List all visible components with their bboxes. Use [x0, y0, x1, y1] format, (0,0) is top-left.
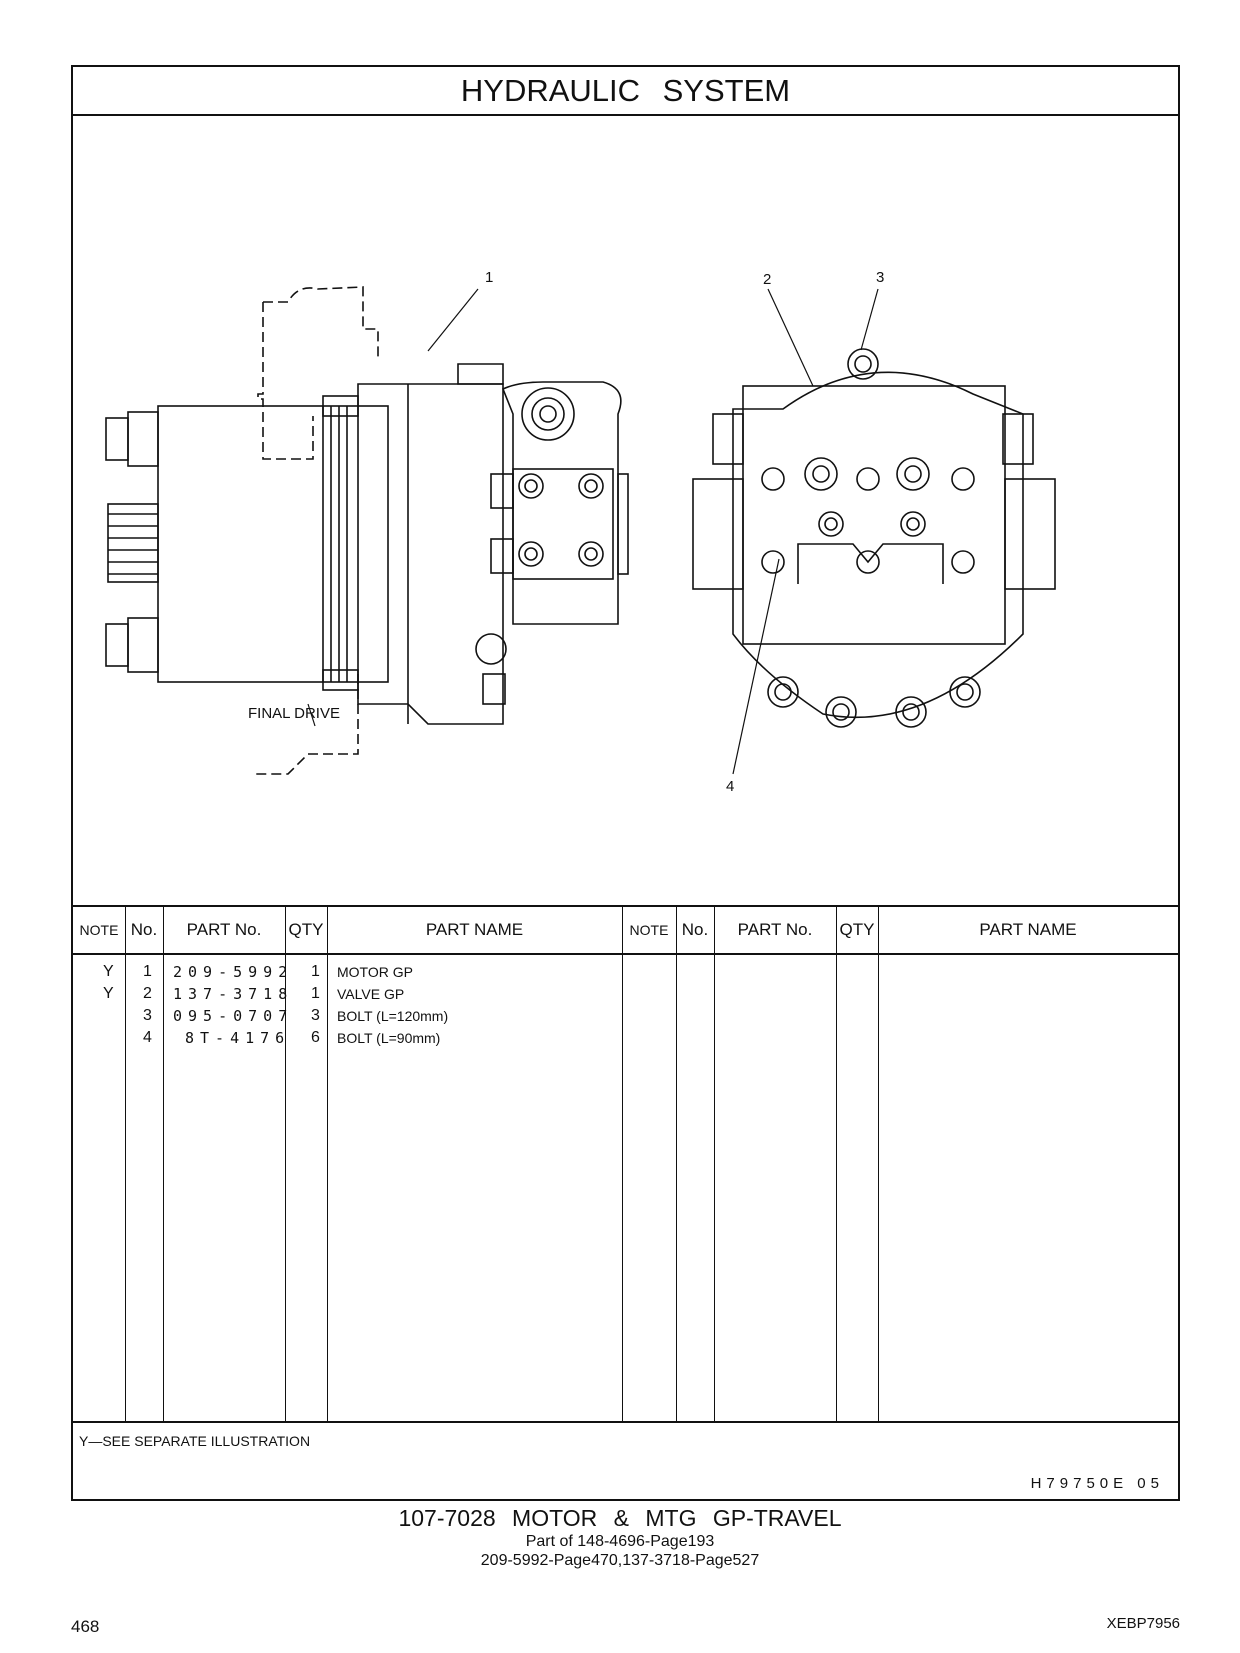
parts-illustration: 1 2 3 4 FINAL DRIVE: [73, 114, 1178, 905]
motor-side-view: [105, 286, 629, 775]
header-no: No.: [130, 920, 158, 939]
header-no-2: No.: [681, 920, 709, 939]
row-part-name: BOLT (L=90mm): [337, 1030, 441, 1046]
caption-references: 209-5992-Page470,137-3718-Page527: [480, 1552, 760, 1569]
callout-2: 2: [763, 271, 771, 288]
column-divider: [327, 907, 328, 1423]
final-drive-label: FINAL DRIVE: [248, 705, 340, 722]
illustration-code: H79750E 05: [1030, 1475, 1164, 1492]
row-qty: 3: [311, 1007, 320, 1024]
column-divider: [714, 907, 715, 1423]
row-part-no: 8T-4176: [185, 1029, 291, 1047]
section-title-bar: HYDRAULIC SYSTEM: [73, 67, 1178, 116]
row-part-no: 209-5992: [173, 963, 294, 981]
caption-part-of: Part of 148-4696-Page193: [525, 1533, 715, 1550]
column-divider: [878, 907, 879, 1423]
callout-4: 4: [726, 778, 734, 795]
parts-page-frame: HYDRAULIC SYSTEM: [71, 65, 1180, 1501]
table-row: 4 8T-4176 6 BOLT (L=90mm): [73, 1027, 1178, 1049]
header-part-no: PART No.: [186, 920, 262, 939]
row-qty: 1: [311, 985, 320, 1002]
row-no: 4: [143, 1029, 152, 1046]
row-part-name: BOLT (L=120mm): [337, 1008, 449, 1024]
parts-table-header: NOTE No. PART No. QTY PART NAME NOTE No.…: [73, 907, 1178, 955]
callout-labels: 1 2 3 4 FINAL DRIVE: [248, 269, 884, 795]
callout-3: 3: [876, 269, 884, 286]
column-divider: [836, 907, 837, 1423]
row-no: 2: [143, 985, 152, 1002]
row-note: Y: [103, 985, 114, 1002]
table-row: Y 2 137-3718 1 VALVE GP: [73, 983, 1178, 1005]
header-part-name-2: PART NAME: [979, 920, 1077, 939]
table-row: 3 095-0707 3 BOLT (L=120mm): [73, 1005, 1178, 1027]
column-divider: [163, 907, 164, 1423]
header-note-2: NOTE: [629, 922, 669, 938]
page-number: 468: [71, 1617, 100, 1636]
footnote-text: Y—SEE SEPARATE ILLUSTRATION: [79, 1433, 311, 1449]
footnote-area: Y—SEE SEPARATE ILLUSTRATION H79750E 05: [73, 1421, 1178, 1503]
header-part-no-2: PART No.: [737, 920, 813, 939]
caption-title: 107-7028 MOTOR & MTG GP-TRAVEL: [398, 1505, 842, 1531]
row-qty: 1: [311, 963, 320, 980]
callout-leaders: [307, 288, 879, 775]
row-part-no: 095-0707: [173, 1007, 294, 1025]
column-divider: [676, 907, 677, 1423]
row-part-name: MOTOR GP: [337, 964, 413, 980]
callout-1: 1: [485, 269, 493, 286]
column-divider: [622, 907, 623, 1423]
header-part-name: PART NAME: [425, 920, 524, 939]
row-no: 1: [143, 963, 152, 980]
row-note: Y: [103, 963, 114, 980]
row-part-name: VALVE GP: [337, 986, 405, 1002]
header-qty-2: QTY: [839, 920, 875, 939]
column-divider: [125, 907, 126, 1423]
header-qty: QTY: [288, 920, 324, 939]
parts-table: NOTE No. PART No. QTY PART NAME NOTE No.…: [73, 905, 1178, 1423]
column-divider: [285, 907, 286, 1423]
row-qty: 6: [311, 1029, 320, 1046]
header-note: NOTE: [79, 922, 119, 938]
valve-end-view: [692, 348, 1056, 728]
row-no: 3: [143, 1007, 152, 1024]
document-id: XEBP7956: [1106, 1615, 1180, 1632]
row-part-no: 137-3718: [173, 985, 294, 1003]
table-row: Y 1 209-5992 1 MOTOR GP: [73, 961, 1178, 983]
section-title: HYDRAULIC SYSTEM: [460, 73, 791, 108]
